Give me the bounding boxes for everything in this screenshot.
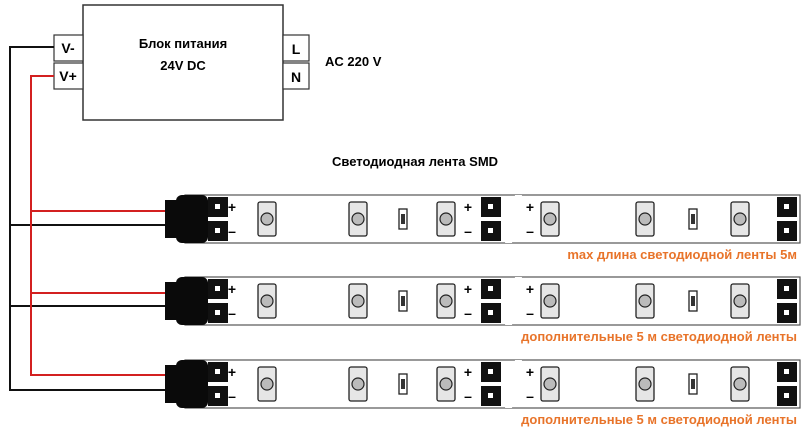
- pad-dot: [488, 286, 493, 291]
- led-strip: + – + – + – дополнительные 5 м светодиодной ле…: [165, 359, 801, 427]
- led-lens: [351, 294, 365, 308]
- cut-mark: [505, 360, 522, 408]
- led-lens: [351, 212, 365, 226]
- plus-symbol: +: [464, 364, 472, 380]
- pad-dot: [215, 228, 220, 233]
- strip-connector-body: [176, 360, 208, 408]
- led-lens: [543, 294, 557, 308]
- led-strip: + – + – + – дополнительные 5 м светодиодной ле…: [165, 276, 801, 344]
- terminal-l-box: [282, 34, 310, 62]
- pad-dot: [784, 310, 789, 315]
- pad-dot: [488, 310, 493, 315]
- pad-dot: [784, 286, 789, 291]
- strip-note: max длина светодиодной ленты 5м: [567, 247, 797, 262]
- led-lens: [543, 212, 557, 226]
- pad-dot: [488, 228, 493, 233]
- terminal-l-label: L: [292, 41, 301, 57]
- terminal-n-label: N: [291, 69, 301, 85]
- pad-dot: [215, 393, 220, 398]
- pad-dot: [784, 369, 789, 374]
- power-supply: Блок питания 24V DC V- V+ L N AC 220 V: [53, 4, 382, 121]
- resistor-core: [691, 379, 695, 389]
- led-lens: [733, 294, 747, 308]
- led-lens: [638, 377, 652, 391]
- pad-dot: [215, 286, 220, 291]
- led-lens: [439, 294, 453, 308]
- led-lens: [733, 212, 747, 226]
- strip-connector-body: [176, 195, 208, 243]
- plus-symbol: +: [228, 199, 236, 215]
- led-lens: [638, 212, 652, 226]
- terminal-v-plus-box: [53, 62, 84, 90]
- led-lens: [733, 377, 747, 391]
- led-lens: [260, 212, 274, 226]
- terminal-v-plus-label: V+: [59, 68, 77, 84]
- pad-dot: [215, 310, 220, 315]
- minus-symbol: –: [526, 305, 534, 321]
- plus-symbol: +: [228, 364, 236, 380]
- led-strips: +–+–+–max длина светодиодной ленты 5м+–+…: [165, 194, 801, 427]
- led-lens: [439, 377, 453, 391]
- plus-symbol: +: [464, 199, 472, 215]
- ac-input-label: AC 220 V: [325, 54, 382, 69]
- power-supply-title: Блок питания: [139, 36, 227, 51]
- strip-note: дополнительные 5 м светодиодной ленты: [521, 412, 797, 427]
- terminal-n-box: [282, 62, 310, 90]
- led-lens: [260, 294, 274, 308]
- strip-title: Светодиодная лента SMD: [332, 154, 498, 169]
- minus-symbol: –: [464, 388, 472, 404]
- led-lens: [543, 377, 557, 391]
- led-lens: [351, 377, 365, 391]
- pad-dot: [215, 204, 220, 209]
- pad-dot: [215, 369, 220, 374]
- resistor-core: [691, 296, 695, 306]
- strip-note: дополнительные 5 м светодиодной ленты: [521, 329, 797, 344]
- negative-wire: [9, 46, 165, 391]
- resistor-core: [401, 379, 405, 389]
- pad-dot: [784, 228, 789, 233]
- pad-dot: [784, 204, 789, 209]
- plus-symbol: +: [228, 281, 236, 297]
- led-lens: [638, 294, 652, 308]
- resistor-core: [401, 296, 405, 306]
- power-supply-voltage: 24V DC: [160, 58, 206, 73]
- pad-dot: [488, 204, 493, 209]
- minus-symbol: –: [464, 305, 472, 321]
- plus-symbol: +: [526, 364, 534, 380]
- minus-symbol: –: [228, 388, 236, 404]
- minus-symbol: –: [526, 223, 534, 239]
- pad-dot: [488, 393, 493, 398]
- resistor-core: [691, 214, 695, 224]
- plus-symbol: +: [526, 199, 534, 215]
- pad-dot: [488, 369, 493, 374]
- terminal-v-minus-box: [53, 34, 84, 62]
- positive-wire: [30, 75, 165, 376]
- led-strip: + – + – + – max длина светодиодной ленты 5м: [165, 194, 801, 262]
- pad-dot: [784, 393, 789, 398]
- minus-symbol: –: [228, 305, 236, 321]
- minus-symbol: –: [526, 388, 534, 404]
- terminal-v-minus-label: V-: [61, 40, 75, 56]
- cut-mark: [505, 195, 522, 243]
- cut-mark: [505, 277, 522, 325]
- minus-symbol: –: [228, 223, 236, 239]
- led-lens: [439, 212, 453, 226]
- strip-connector-body: [176, 277, 208, 325]
- power-supply-box: [82, 4, 284, 121]
- minus-symbol: –: [464, 223, 472, 239]
- led-lens: [260, 377, 274, 391]
- plus-symbol: +: [526, 281, 534, 297]
- plus-symbol: +: [464, 281, 472, 297]
- resistor-core: [401, 214, 405, 224]
